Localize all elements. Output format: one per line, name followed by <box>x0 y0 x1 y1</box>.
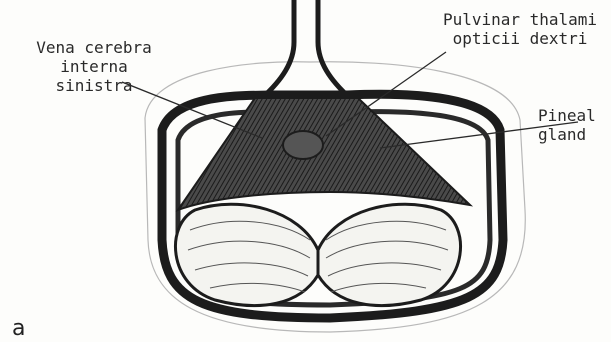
pineal-gland <box>283 131 323 159</box>
cerebellum-right-lobe <box>318 204 461 305</box>
label-pineal-gland: Pineal gland <box>538 106 610 144</box>
label-pulvinar: Pulvinar thalami opticii dextri <box>430 10 610 48</box>
cerebellum-left-lobe <box>175 204 318 305</box>
straight-sinus <box>262 0 350 98</box>
panel-letter: a <box>12 318 25 340</box>
label-vena-cerebra: Vena cerebra interna sinistra <box>4 38 184 95</box>
